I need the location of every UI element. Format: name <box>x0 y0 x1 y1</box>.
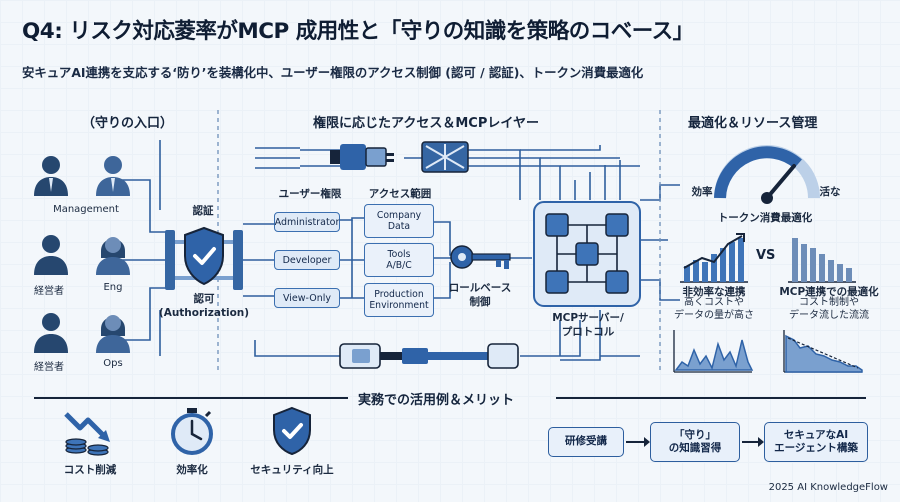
flow-step-knowledge: 「守り」 の知識習得 <box>650 422 740 462</box>
security-shield-icon <box>273 406 311 456</box>
page-subtitle: 安キュアAI連携を支応する‘防り’を装構化中、ユーザー権限のアクセス制御 (認可… <box>22 65 644 80</box>
woman-icon <box>96 237 130 275</box>
page-title: Q4: リスク対応菱率がMCP 成用性と「守りの知識を策略のコベース」 <box>22 19 694 44</box>
mcp-server-label: MCPサーバー/ プロトコル <box>552 312 624 338</box>
inefficient-title: 非効率な連携 <box>682 286 746 298</box>
inefficient-desc: 高くコストや データの量が高さ <box>674 297 754 321</box>
token-optimization-label: トークン消費最適化 <box>717 212 813 224</box>
left-section-title: （守りの入口） <box>82 116 174 131</box>
speedometer-icon <box>714 145 820 204</box>
mcp-optimized-title: MCP連携での最適化 <box>779 286 879 298</box>
scope-tools: Tools A/B/C <box>364 243 434 277</box>
scope-company-data: Company Data <box>364 204 434 238</box>
plug-connector-icon <box>330 141 469 173</box>
access-scope-header: アクセス範囲 <box>368 188 432 200</box>
mcp-optimized-desc: コスト制制や データ流した流流 <box>789 297 869 321</box>
flow-step-training: 研修受講 <box>548 427 624 457</box>
role-based-control-label: ロールベース 制御 <box>448 282 512 308</box>
auth-label: 認証 <box>192 205 214 217</box>
rising-bars-icon <box>680 233 748 283</box>
gauge-left-label: 効率 <box>691 186 713 198</box>
user-roles-header: ユーザー権限 <box>278 188 342 200</box>
gauge-right-label: 活な <box>819 186 841 198</box>
cost-reduction-icon <box>64 412 110 456</box>
vs-label: VS <box>756 248 776 263</box>
cable-connector-icon <box>339 343 519 369</box>
optimized-bars-icon <box>788 238 856 283</box>
man-icon <box>34 235 68 275</box>
benefit-security: セキュリティ向上 <box>250 464 334 476</box>
role-view-only: View-Only <box>274 288 340 308</box>
benefit-cost-reduction: コスト削減 <box>63 464 117 476</box>
person-label-eng: Eng <box>103 282 123 293</box>
mcp-server-icon <box>533 201 641 307</box>
scope-production: Production Environment <box>364 283 434 317</box>
declining-area-chart-icon <box>783 330 863 373</box>
authz-label: 認可 (Authorization) <box>158 293 250 319</box>
person-label-ops: Ops <box>103 358 123 369</box>
footer-credit: 2025 AI KnowledgeFlow <box>768 482 888 493</box>
businessman-icon <box>34 156 68 196</box>
woman-icon <box>96 315 130 353</box>
spiky-area-chart-icon <box>673 330 754 373</box>
benefit-efficiency: 効率化 <box>176 464 208 476</box>
role-developer: Developer <box>274 250 340 270</box>
flow-step-secure-agent: セキュアなAI エージェント構築 <box>764 422 868 462</box>
security-gate-icon <box>165 226 243 290</box>
flow-arrows <box>626 437 764 447</box>
businessman-icon <box>96 156 130 196</box>
man-icon <box>34 313 68 353</box>
stopwatch-icon <box>171 408 213 455</box>
person-label-exec-2: 経営者 <box>34 362 64 373</box>
middle-section-title: 権限に応じたアクセス＆MCPレイヤー <box>313 116 539 131</box>
right-section-title: 最適化＆リソース管理 <box>688 116 818 131</box>
person-label-exec-1: 経営者 <box>34 286 64 297</box>
bottom-section-title: 実務での活用例＆メリット <box>358 393 515 408</box>
key-icon <box>450 245 511 269</box>
person-label-management: Management <box>53 204 119 215</box>
role-administrator: Administrator <box>274 212 340 232</box>
